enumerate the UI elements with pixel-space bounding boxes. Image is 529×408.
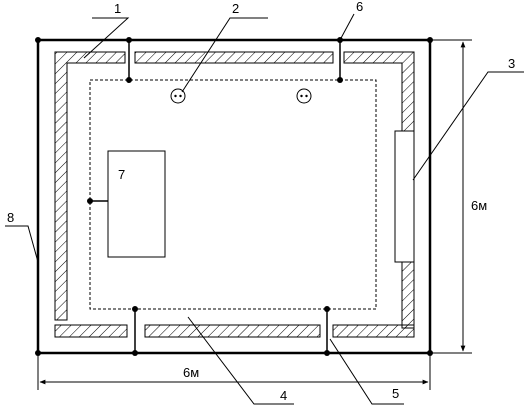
- dot-top-left-outer: [126, 37, 132, 43]
- socket-icon: [170, 88, 186, 104]
- dot-top-left-inner: [126, 77, 132, 83]
- dimension-lines: [37, 39, 472, 390]
- wall-bottom-left: [54, 324, 128, 338]
- wall-bottom-right: [332, 324, 415, 338]
- dot-bottom-left-outer: [132, 350, 138, 356]
- label-5: 5: [392, 386, 399, 401]
- wall-bottom-middle: [144, 324, 321, 338]
- dot-equipment: [87, 198, 93, 204]
- dot-bottom-left-inner: [132, 306, 138, 312]
- inner-dashed-contour: [89, 79, 377, 310]
- socket-icon: [296, 88, 312, 104]
- leader-3: [412, 71, 524, 181]
- connectors: [90, 40, 341, 353]
- label-3: 3: [508, 56, 515, 71]
- hatched-walls: [54, 51, 415, 338]
- wall-top-left: [54, 51, 126, 321]
- label-2: 2: [232, 1, 239, 16]
- leader-lines: [5, 13, 524, 405]
- leader-4: [187, 316, 294, 405]
- leader-2: [181, 17, 268, 93]
- wall-top-middle: [134, 51, 334, 64]
- dot-top-right-inner: [337, 77, 343, 83]
- leader-1: [83, 17, 130, 59]
- label-4: 4: [280, 388, 287, 403]
- junction-dots: [35, 37, 433, 356]
- socket-symbols: [170, 88, 312, 104]
- dim-label-vertical: 6м: [471, 198, 487, 213]
- door-panel: [394, 130, 415, 263]
- dot-outer-tl: [35, 37, 41, 43]
- label-8: 8: [7, 210, 14, 225]
- leader-8: [5, 225, 39, 263]
- label-6: 6: [356, 0, 363, 14]
- label-7: 7: [118, 167, 125, 182]
- label-1: 1: [114, 1, 121, 16]
- equipment-box: [107, 150, 166, 258]
- dot-bottom-right-inner: [324, 306, 330, 312]
- dot-bottom-right-outer: [324, 350, 330, 356]
- dim-label-horizontal: 6м: [183, 365, 199, 380]
- leader-5: [329, 338, 404, 405]
- leader-6: [339, 13, 355, 41]
- outer-boundary: [36, 38, 432, 355]
